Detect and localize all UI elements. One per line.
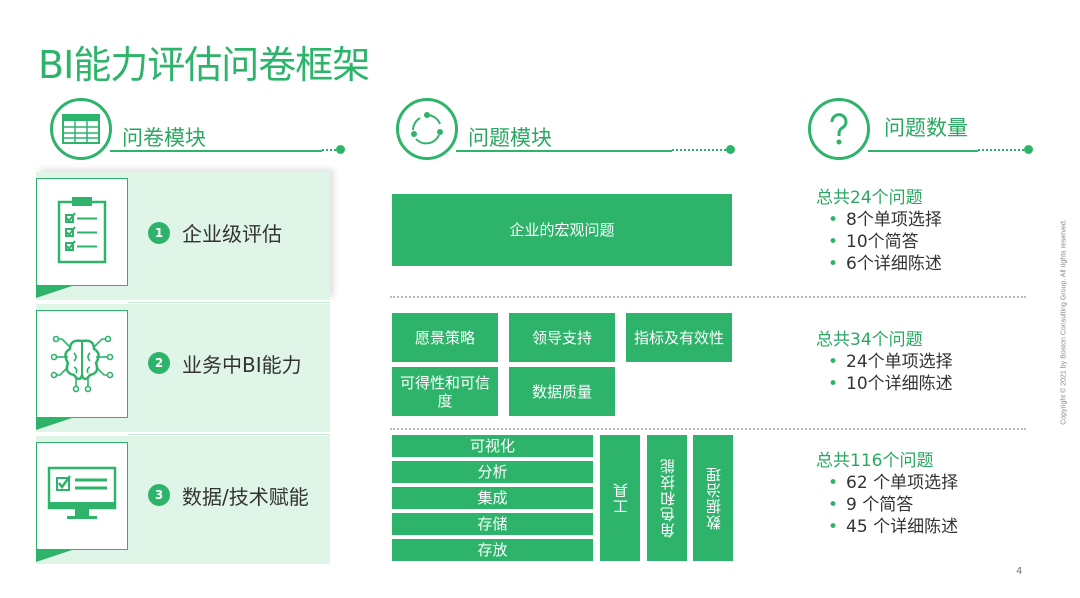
block-availability: 可得性和可信度 — [392, 367, 498, 416]
block-storage: 存储 — [392, 513, 593, 535]
monitor-checklist-icon — [47, 466, 117, 526]
count-total-3: 总共116个问题 — [816, 451, 934, 471]
block-analysis: 分析 — [392, 461, 593, 483]
count-group-1: 总共24个问题 8个单项选择 10个简答 6个详细陈述 — [816, 187, 942, 275]
block-leadership: 领导支持 — [509, 313, 615, 362]
question-mark-icon — [808, 98, 870, 160]
count-item: 10个简答 — [828, 231, 942, 253]
block-visualization: 可视化 — [392, 435, 593, 457]
block-metrics: 指标及有效性 — [626, 313, 732, 362]
module-name-1: 企业级评估 — [182, 222, 282, 246]
module-name-2: 业务中BI能力 — [182, 353, 302, 377]
brain-circuit-icon — [50, 331, 114, 397]
module-number-2: 2 — [148, 352, 170, 374]
header-question-modules-label: 问题模块 — [468, 126, 552, 150]
count-group-2: 总共34个问题 24个单项选择 10个详细陈述 — [816, 329, 953, 395]
count-group-3: 总共116个问题 62 个单项选择 9 个简答 45 个详细陈述 — [816, 450, 958, 538]
module-number-3: 3 — [148, 484, 170, 506]
count-item: 24个单项选择 — [828, 351, 953, 373]
block-quality: 数据质量 — [509, 367, 615, 416]
module-name-3: 数据/技术赋能 — [182, 485, 309, 509]
block-governance: 数据治理 — [693, 435, 733, 561]
block-integration: 集成 — [392, 487, 593, 509]
page-number: 4 — [1016, 566, 1023, 577]
module-icon-box-3 — [36, 442, 128, 550]
block-vision: 愿景策略 — [392, 313, 498, 362]
count-item: 9 个简答 — [828, 494, 958, 516]
count-item: 6个详细陈述 — [828, 253, 942, 275]
count-total-2: 总共34个问题 — [816, 330, 923, 350]
page-title: BI能力评估问卷框架 — [38, 43, 370, 87]
table-icon — [50, 98, 112, 160]
block-hosting: 存放 — [392, 539, 593, 561]
count-item: 10个详细陈述 — [828, 373, 953, 395]
header-modules-label: 问卷模块 — [122, 126, 206, 150]
count-item: 45 个详细陈述 — [828, 516, 958, 538]
header-question-count-label: 问题数量 — [884, 116, 968, 140]
header-question-count: 问题数量 — [808, 98, 1034, 162]
block-macro: 企业的宏观问题 — [392, 194, 732, 266]
block-roles: 角色和技能 — [647, 435, 687, 561]
module-icon-box-2 — [36, 310, 128, 418]
module-icon-box-1 — [36, 178, 128, 286]
count-item: 8个单项选择 — [828, 209, 942, 231]
header-modules: 问卷模块 — [50, 98, 350, 162]
block-tools: 工具 — [600, 435, 640, 561]
clipboard-checklist-icon — [55, 196, 109, 268]
cycle-icon — [396, 98, 458, 160]
header-question-modules: 问题模块 — [396, 98, 738, 162]
module-number-1: 1 — [148, 222, 170, 244]
count-total-1: 总共24个问题 — [816, 188, 923, 208]
count-item: 62 个单项选择 — [828, 472, 958, 494]
